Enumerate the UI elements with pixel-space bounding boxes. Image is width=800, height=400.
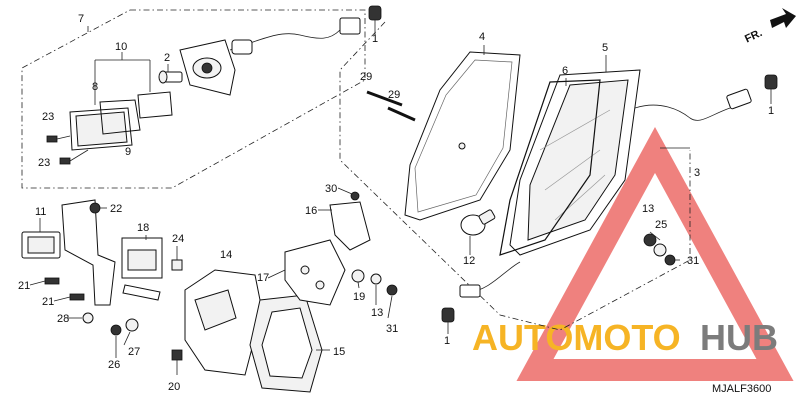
bulb-part-2 [158,64,183,84]
clip-part-24 [171,259,183,271]
watermark-automoto: AUTOMOTO [472,317,681,358]
screw-part-20 [171,349,183,375]
callout-31-mid: 31 [386,323,398,335]
reflector-part-11 [21,231,61,259]
group-outline-left [21,9,366,189]
callout-22: 22 [110,203,122,215]
callout-28: 28 [57,313,69,325]
nut-part-31-mid [386,284,398,296]
bolt-part-22 [89,202,101,214]
bolt-part-29-b [387,106,416,122]
callout-1-top: 1 [372,33,378,45]
callout-16: 16 [305,205,317,217]
diagram-code: MJALF3600 [712,383,771,395]
washer-part-25 [653,243,667,257]
callout-29-a: 29 [360,71,372,83]
seal-part-9 [99,99,141,135]
callout-10: 10 [115,41,127,53]
reflector-bracket [61,199,163,306]
callout-15: 15 [333,346,345,358]
callout-6: 6 [562,65,568,77]
callout-13-mid: 13 [371,307,383,319]
callout-30: 30 [325,183,337,195]
watermark: AUTOMOTO HUB [472,127,794,381]
nut-part-31-right [664,254,676,266]
callout-14: 14 [220,249,232,261]
washer-part-27 [125,318,139,332]
bolt-part-21-a [44,277,60,285]
callout-1-bottom: 1 [444,335,450,347]
callout-23-a: 23 [42,111,54,123]
wire-harness-part-3 [634,88,752,149]
bulb-part-12 [459,209,521,298]
front-direction-arrow: FR. [743,8,796,45]
callout-31-right: 31 [687,255,699,267]
callout-26: 26 [108,359,120,371]
nut-part-13-right [643,233,657,247]
taillight-lens-part-4 [404,45,521,221]
collar-part-28 [82,312,94,324]
lens-part-8 [69,107,133,151]
arrow-icon [770,8,796,28]
callout-21-a: 21 [18,280,30,292]
warning-triangle-icon [516,127,794,381]
group-outline-right [339,21,691,331]
collar-part-19 [351,269,365,283]
bolt-part-30 [350,191,360,201]
callout-21-b: 21 [42,296,54,308]
taillight-housing-part-5 [509,55,641,256]
callout-17: 17 [257,272,269,284]
gasket-part-10 [137,91,173,119]
grommet-part-1-right [764,74,778,104]
nut-part-26 [110,324,122,336]
callout-1-right: 1 [768,105,774,117]
callout-5: 5 [602,42,608,54]
callout-7: 7 [78,13,84,25]
callout-18: 18 [137,222,149,234]
bolt-part-21-b [69,293,85,301]
screw-part-23-a [46,135,71,143]
license-light-cover-part-14 [184,269,263,376]
callout-4: 4 [479,31,485,43]
callout-3: 3 [694,167,700,179]
stay-part-16 [329,201,371,251]
callout-12: 12 [463,255,475,267]
callout-19: 19 [353,291,365,303]
watermark-hub: HUB [700,317,778,358]
callout-20: 20 [168,381,180,393]
callout-23-b: 23 [38,157,50,169]
bracket-part-17 [284,239,346,306]
grommet-part-1-bottom [441,307,455,334]
gasket-part-6 [499,78,601,256]
bolt-part-29-a [366,90,403,107]
license-light-socket [179,17,361,96]
callout-11: 11 [35,206,46,218]
callout-25: 25 [655,219,667,231]
callout-13-right: 13 [642,203,654,215]
fr-label: FR. [743,27,764,45]
grommet-part-1-top [368,5,382,35]
callout-27: 27 [128,346,140,358]
screw-part-23-b [59,149,89,165]
callout-24: 24 [172,233,184,245]
nut-part-13-mid [370,273,382,285]
callout-8: 8 [92,81,98,93]
callout-2: 2 [164,52,170,64]
callout-29-b: 29 [388,89,400,101]
callout-9: 9 [125,146,131,158]
license-plate-gasket-part-15 [249,294,323,393]
